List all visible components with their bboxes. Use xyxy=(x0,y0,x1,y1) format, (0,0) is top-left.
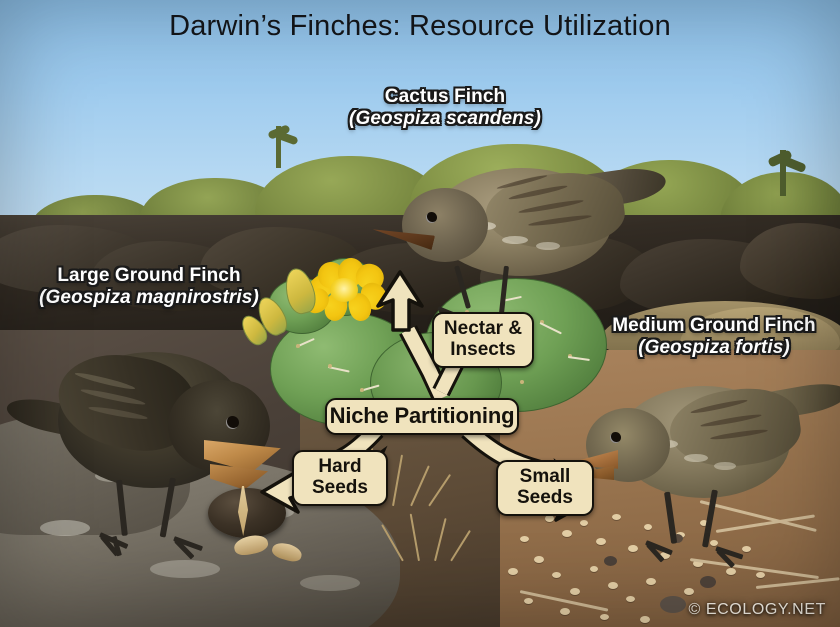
nectar-insects-line1: Nectar & xyxy=(443,318,523,340)
watermark: © ECOLOGY.NET xyxy=(688,601,826,618)
callout-niche-partitioning[interactable]: Niche Partitioning xyxy=(325,398,519,435)
hard-seeds-line1: Hard xyxy=(318,456,362,478)
medium-ground-finch-scientific-name: (Geospiza fortis) xyxy=(638,337,790,359)
cactus-finch-illustration xyxy=(378,150,668,335)
callout-small-seeds[interactable]: Small Seeds xyxy=(496,460,594,516)
cactus-finch-common-name: Cactus Finch xyxy=(384,86,506,107)
callout-hard-seeds[interactable]: Hard Seeds xyxy=(292,450,388,506)
hard-seed-cracked xyxy=(208,482,288,540)
small-seeds-line2: Seeds xyxy=(517,487,573,508)
large-ground-finch-illustration xyxy=(3,328,318,563)
label-cactus-finch: Cactus Finch (Geospiza scandens) xyxy=(320,86,570,131)
large-ground-finch-scientific-name: (Geospiza magnirostris) xyxy=(39,287,259,309)
medium-ground-finch-common-name: Medium Ground Finch xyxy=(612,315,816,336)
large-ground-finch-common-name: Large Ground Finch xyxy=(57,265,241,286)
cactus-finch-eye xyxy=(426,212,437,223)
large-bill xyxy=(204,438,286,494)
cactus-finch-scientific-name: (Geospiza scandens) xyxy=(349,108,541,130)
large-ground-finch-eye xyxy=(226,416,239,429)
callout-nectar-insects[interactable]: Nectar & Insects xyxy=(432,312,534,368)
nectar-insects-line2: Insects xyxy=(450,339,516,360)
page-title: Darwin’s Finches: Resource Utilization xyxy=(169,10,671,42)
niche-partitioning-label: Niche Partitioning xyxy=(329,403,515,429)
hard-seeds-line2: Seeds xyxy=(312,477,368,498)
cactus-flower-main xyxy=(300,256,393,326)
label-large-ground-finch: Large Ground Finch (Geospiza magnirostri… xyxy=(10,265,288,310)
label-medium-ground-finch: Medium Ground Finch (Geospiza fortis) xyxy=(592,315,836,360)
small-seeds-line1: Small xyxy=(519,466,571,488)
medium-ground-finch-eye xyxy=(610,432,621,443)
